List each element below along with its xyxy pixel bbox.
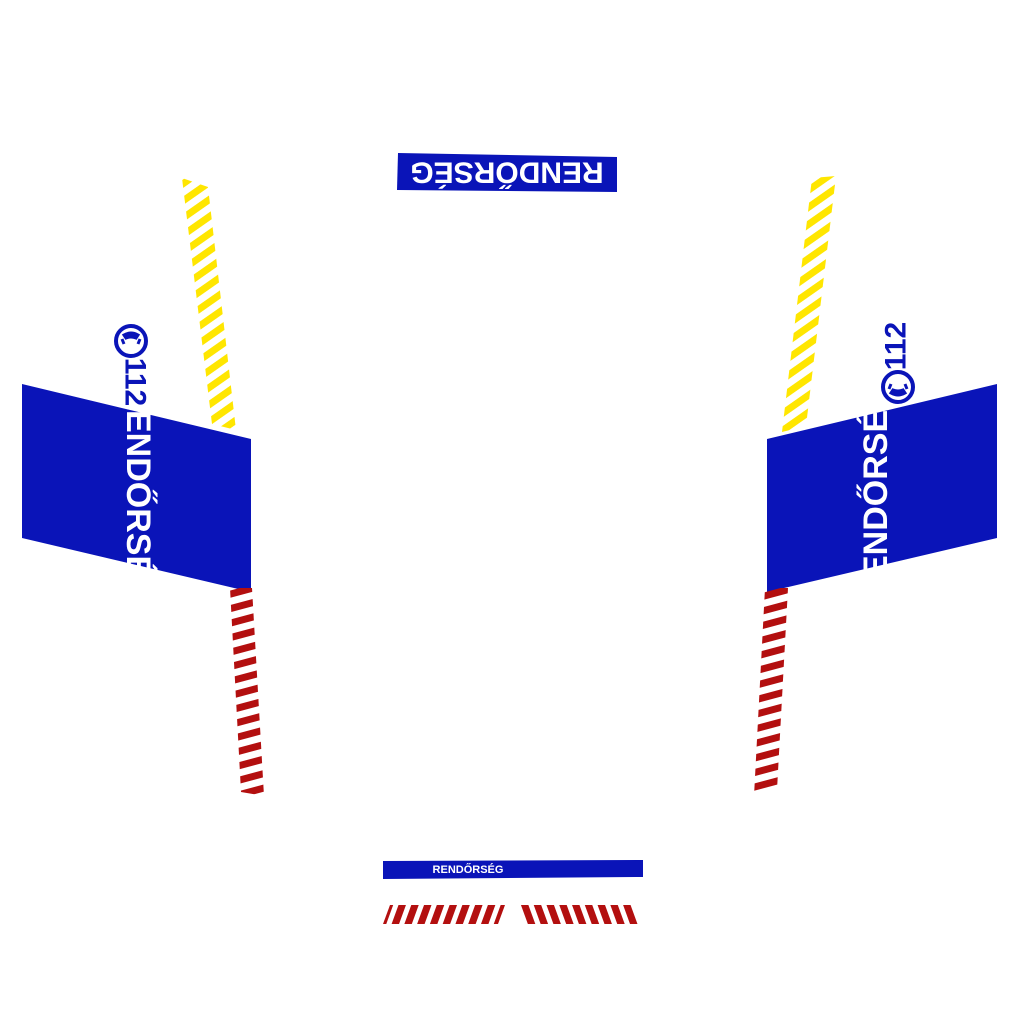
right-side-panel: RENDŐRSÉG 112 xyxy=(767,322,997,603)
left-red-stripes xyxy=(230,588,264,796)
right-yellow-stripes xyxy=(782,176,836,432)
phone-icon-right xyxy=(881,370,915,404)
left-side-panel: RENDŐRSÉG 112 xyxy=(22,324,251,605)
left-yellow-stripes xyxy=(182,178,236,430)
bottom-left-red-stripes xyxy=(383,905,505,924)
right-phone-badge xyxy=(881,370,915,404)
phone-handset-glyph xyxy=(120,331,142,345)
left-side-blue-panel xyxy=(22,384,251,592)
left-phone-number: 112 xyxy=(119,358,152,406)
right-phone-number: 112 xyxy=(880,322,913,370)
left-phone-badge xyxy=(114,324,148,358)
bottom-panel-text: RENDŐRSÉG xyxy=(433,863,504,876)
right-side-text: RENDŐRSÉG xyxy=(857,383,895,602)
bottom-panel: RENDŐRSÉG xyxy=(383,860,643,879)
phone-icon xyxy=(114,324,148,358)
left-side-text: RENDŐRSÉG xyxy=(119,385,157,604)
right-side-blue-panel xyxy=(767,384,997,592)
bottom-right-red-stripes xyxy=(520,905,641,924)
top-panel-text: RENDŐRSÉG xyxy=(410,156,603,190)
top-panel-blue-band xyxy=(397,153,617,192)
phone-handset-glyph-right xyxy=(887,383,909,397)
bottom-panel-blue-band xyxy=(383,860,643,879)
right-red-stripes xyxy=(754,588,788,796)
top-panel: RENDŐRSÉG xyxy=(397,153,617,192)
